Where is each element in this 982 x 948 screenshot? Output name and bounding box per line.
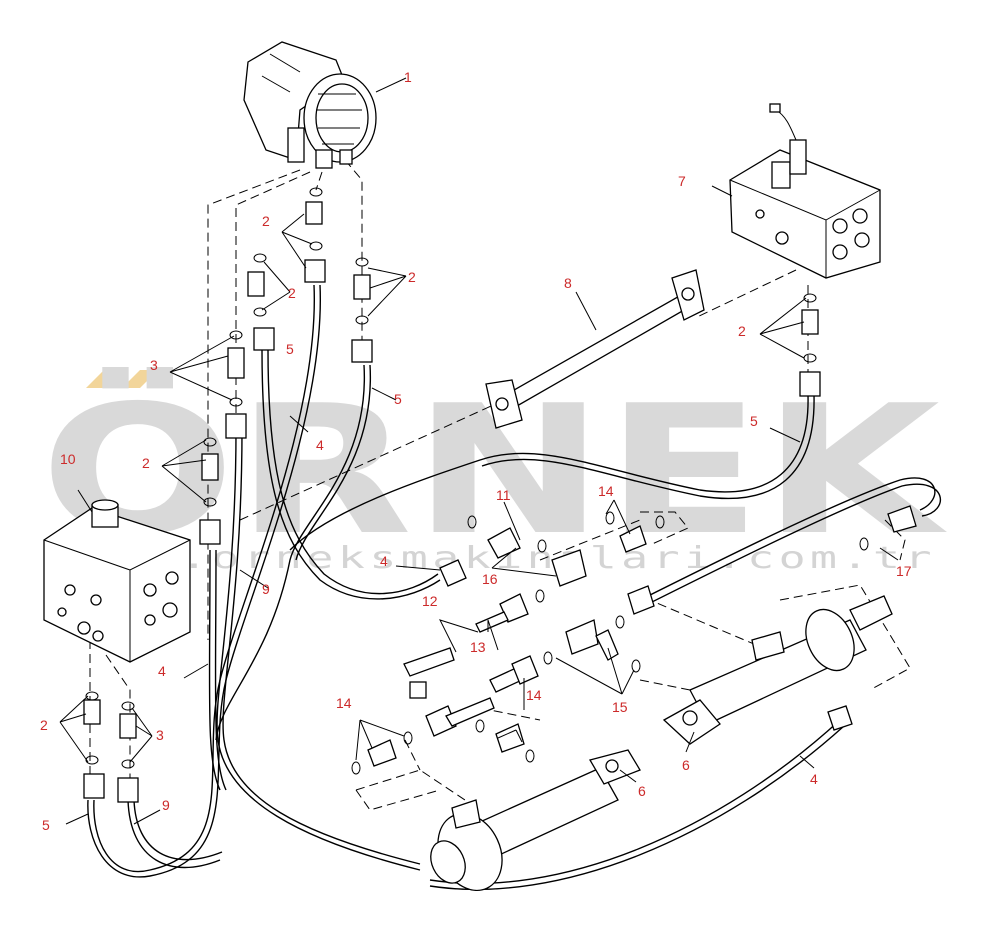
valve-block-right [729,103,881,279]
callout-17: 17 [896,563,912,579]
callout-8: 8 [564,275,572,291]
callout-5: 5 [42,817,50,833]
callout-2: 2 [262,213,270,229]
leader-lines [59,77,899,825]
callout-14: 14 [336,695,352,711]
callout-1: 1 [404,69,412,85]
callout-5: 5 [394,391,402,407]
callout-4: 4 [316,437,324,453]
hydraulic-pump [243,41,377,169]
steel-tube [485,269,705,429]
callout-14: 14 [526,687,542,703]
callout-11: 11 [496,487,511,503]
callout-2: 2 [40,717,48,733]
watermark-accent-right [122,370,158,388]
callout-9: 9 [162,797,170,813]
callout-2: 2 [142,455,150,471]
callout-4: 4 [810,771,818,787]
callout-3: 3 [156,727,164,743]
callout-12: 12 [422,593,438,609]
callout-2: 2 [408,269,416,285]
callout-7: 7 [678,173,686,189]
callout-6: 6 [682,757,690,773]
callout-10: 10 [60,451,76,467]
callout-13: 13 [470,639,486,655]
callout-9: 9 [262,581,270,597]
callouts: 1 2 2 2 5 3 5 4 2 10 7 8 2 5 11 14 4 16 … [40,69,912,833]
callout-14: 14 [598,483,614,499]
hoses [87,284,941,890]
callout-4: 4 [158,663,166,679]
callout-4: 4 [380,553,388,569]
callout-15: 15 [612,699,628,715]
callout-2: 2 [288,285,296,301]
fittings [83,201,917,803]
callout-2: 2 [738,323,746,339]
hydraulic-cylinder-lower [430,749,641,892]
callout-5: 5 [750,413,758,429]
callout-3: 3 [150,357,158,373]
valve-block-left [43,499,191,663]
callout-6: 6 [638,783,646,799]
watermark-accent-left [86,370,122,388]
callout-5: 5 [286,341,294,357]
hydraulic-cylinder-upper [662,595,893,745]
callout-16: 16 [482,571,498,587]
